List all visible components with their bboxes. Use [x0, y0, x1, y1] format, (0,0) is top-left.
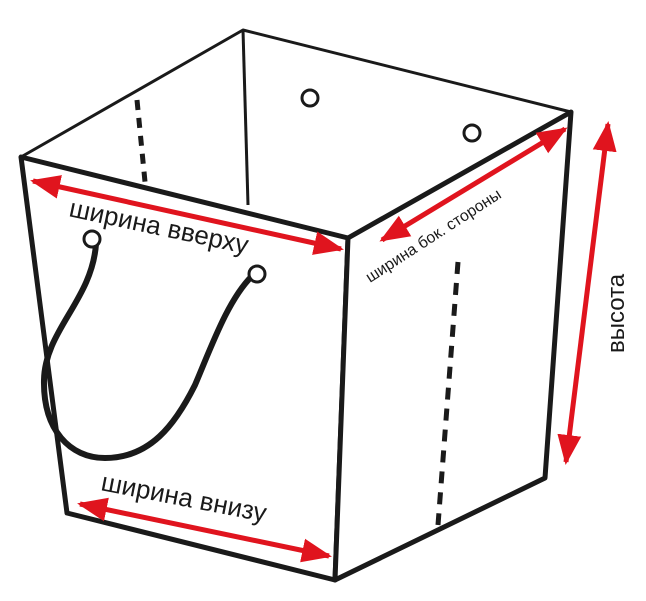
handle-grommet-right — [247, 264, 267, 284]
back-rivet-left — [300, 88, 320, 108]
side-width-arrow — [379, 126, 568, 243]
side-fold-dashed-line — [435, 261, 461, 526]
height-label: высота — [603, 273, 630, 353]
top-width-arrow — [30, 175, 344, 255]
handle-rope — [40, 241, 255, 462]
handle-grommet-left — [82, 229, 102, 249]
back-fold-dashed-line — [134, 99, 149, 193]
back-rivet-right — [462, 123, 482, 143]
bottom-width-arrow — [77, 497, 332, 563]
height-arrow — [557, 121, 617, 465]
